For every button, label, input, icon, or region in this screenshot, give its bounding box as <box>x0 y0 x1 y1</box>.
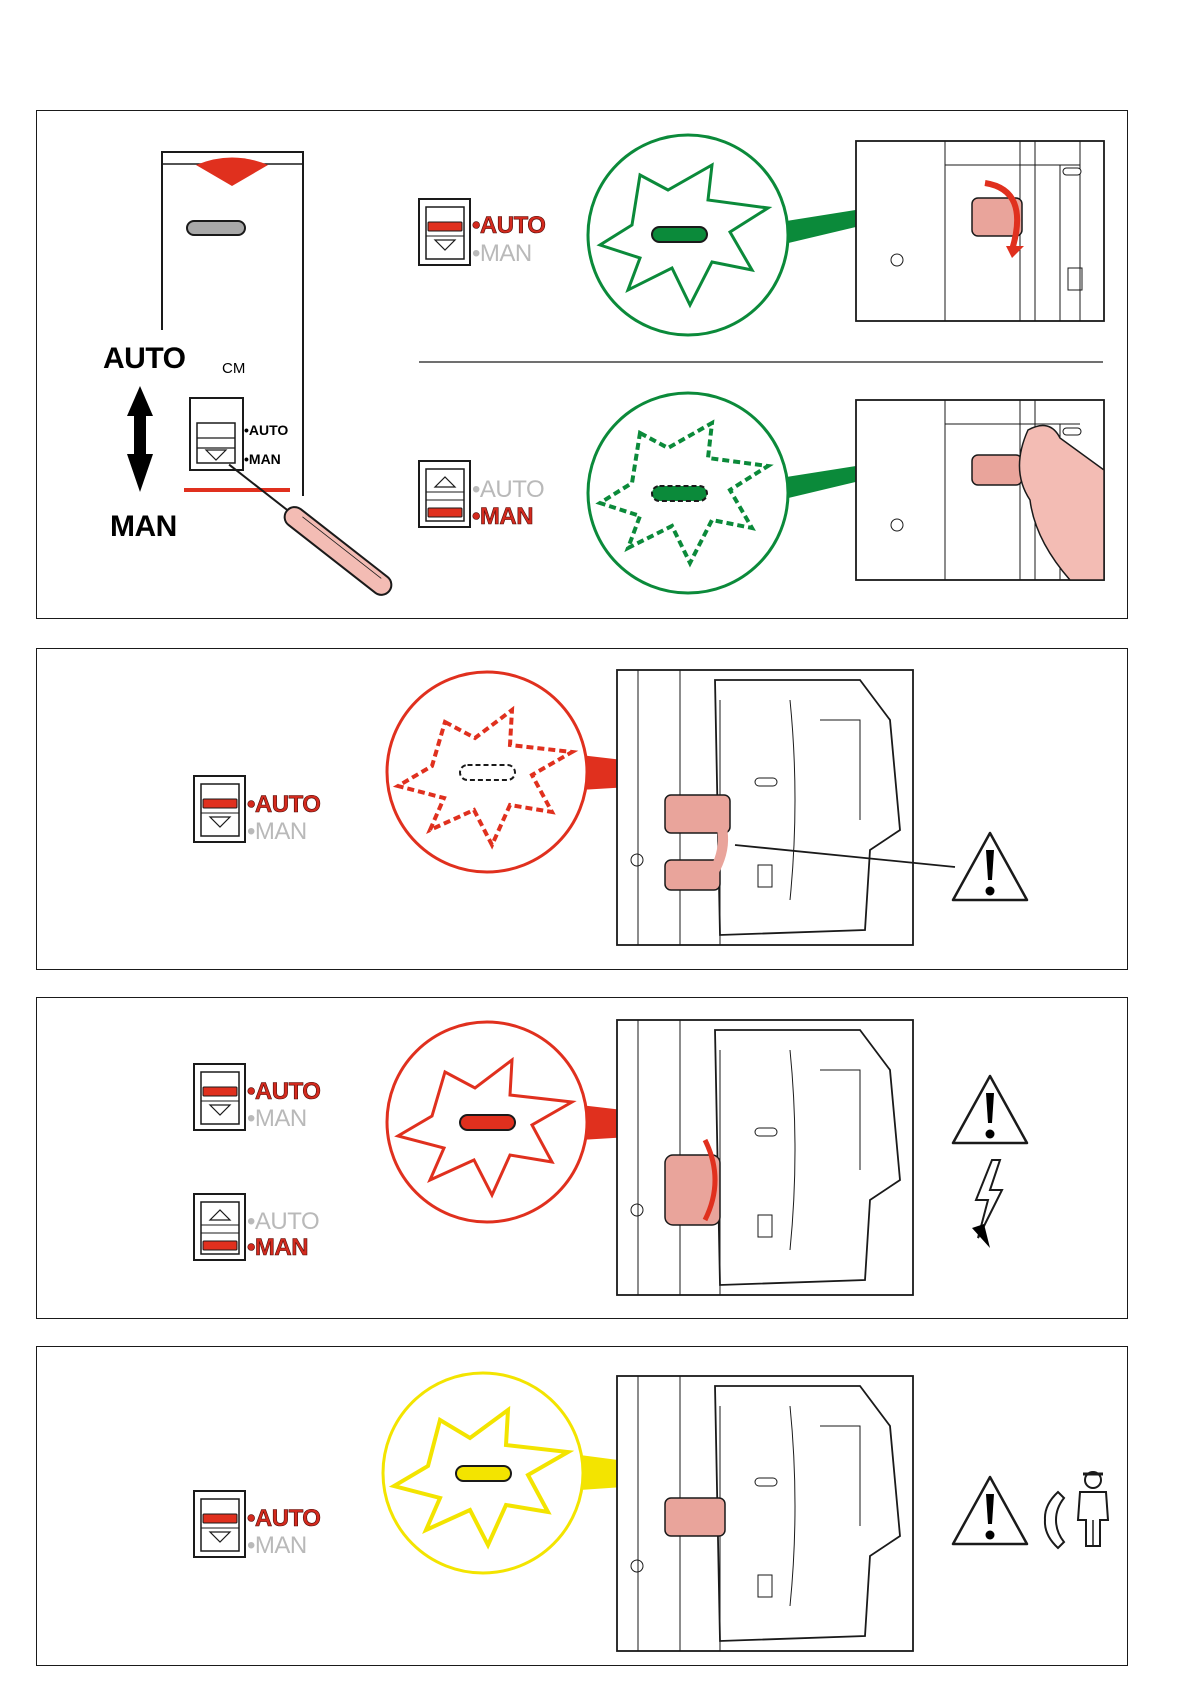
service-call-icon <box>1045 1472 1108 1548</box>
warning-icon <box>953 1477 1027 1544</box>
led-yellow-icon <box>456 1466 511 1481</box>
device-closeup-5 <box>617 1376 913 1651</box>
